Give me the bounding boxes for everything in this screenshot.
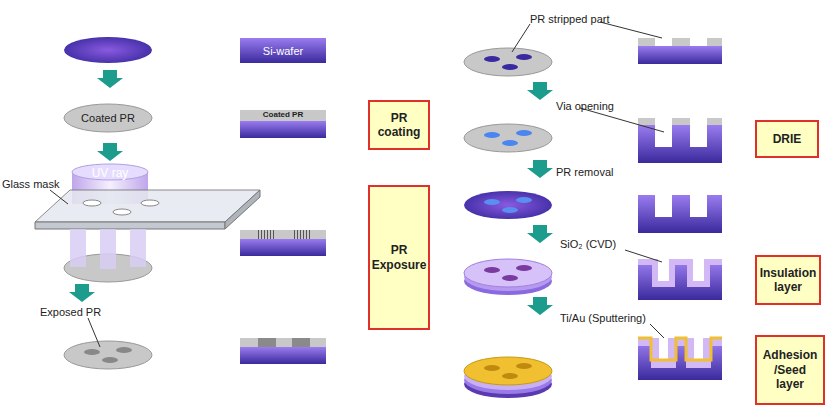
process-label: Exposed PR [40, 306, 101, 318]
step-box: DRIE [755, 120, 819, 158]
step-label: Insulation layer [757, 264, 820, 297]
process-label: Ti/Au (Sputtering) [560, 312, 646, 324]
step-label: Adhesion /Seed layer [757, 346, 823, 393]
step-box: Adhesion /Seed layer [755, 335, 825, 405]
process-label: Glass mask [2, 178, 59, 190]
process-label: SiO₂ (CVD) [560, 238, 616, 250]
process-label: Via opening [556, 100, 614, 112]
process-label: PR stripped part [530, 13, 609, 25]
process-label: Coated PR [263, 111, 303, 120]
process-label: PR removal [556, 166, 613, 178]
step-box: Insulation layer [755, 255, 821, 305]
process-label: UV ray [92, 167, 129, 180]
step-label: PR Exposure [369, 241, 430, 274]
process-label: Si-wafer [263, 45, 303, 57]
process-label: Coated PR [81, 112, 135, 124]
step-label: PR coating [370, 109, 428, 142]
step-box: PR coating [368, 100, 430, 150]
step-label: DRIE [770, 130, 805, 148]
step-box: PR Exposure [368, 185, 430, 330]
